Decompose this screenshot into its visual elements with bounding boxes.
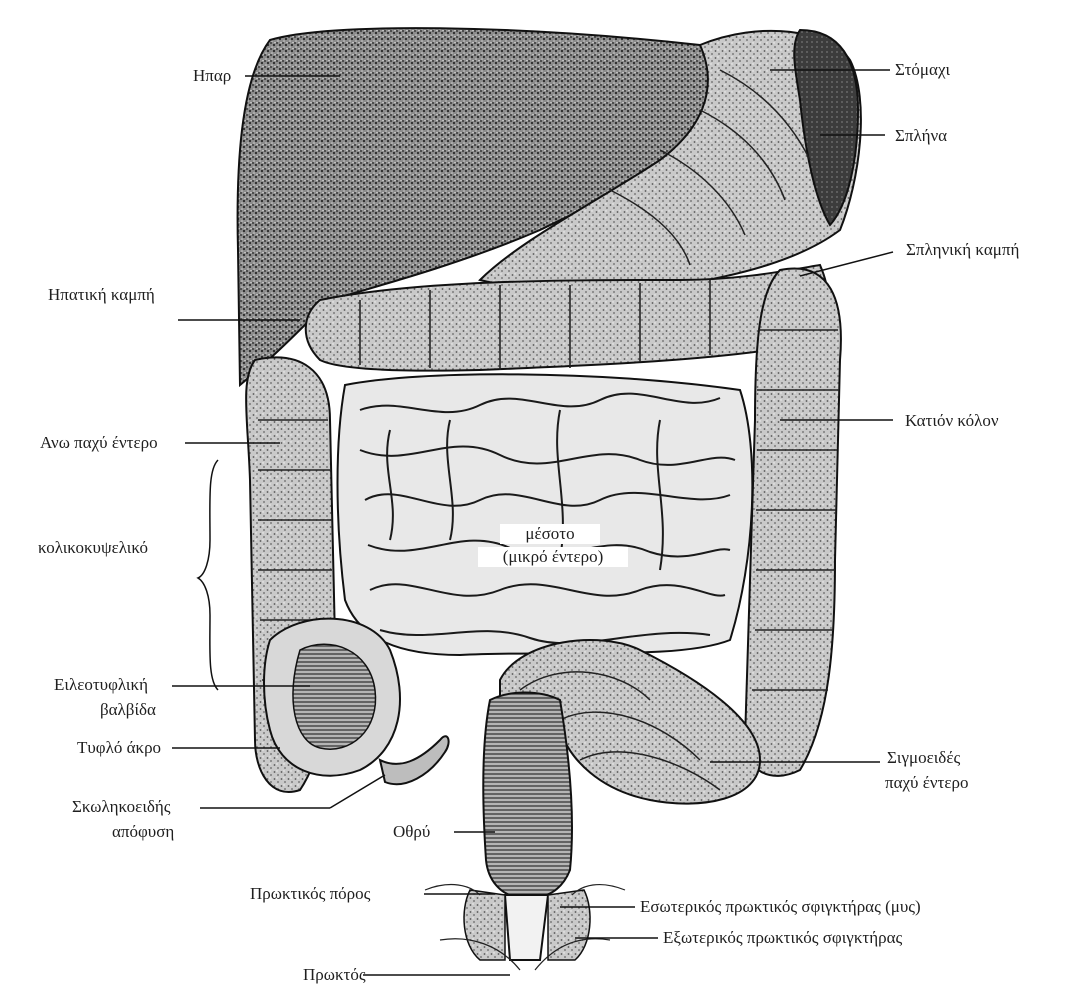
splenic-flexure-label: Σπληνική καμπή bbox=[906, 240, 1019, 260]
appendix-label-line1: Σκωληκοειδής bbox=[72, 797, 171, 817]
liver-label: Ηπαρ bbox=[193, 66, 231, 86]
ileocecal-valve-label-line2: βαλβίδα bbox=[100, 700, 156, 720]
sigmoid-colon-label-line2: παχύ έντερο bbox=[885, 773, 968, 793]
anal-canal-label: Πρωκτικός πόρος bbox=[250, 884, 370, 904]
stomach-label: Στόμαχι bbox=[895, 60, 950, 80]
descending-colon-shape bbox=[745, 268, 841, 775]
appendix-shape bbox=[380, 736, 449, 784]
spleen-label: Σπλήνα bbox=[895, 126, 947, 146]
appendix-label-line2: απόφυση bbox=[112, 822, 174, 842]
brace-shape bbox=[198, 460, 218, 690]
hepatic-flexure-label: Ηπατική καμπή bbox=[48, 285, 155, 305]
cecum-label: Τυφλό άκρο bbox=[77, 738, 161, 758]
colic-loop-label: κολικοκυψελικό bbox=[38, 538, 148, 558]
anus-label: Πρωκτός bbox=[303, 965, 366, 985]
anal-canal-shape bbox=[505, 895, 548, 960]
internal-sphincter-label: Εσωτερικός πρωκτικός σφιγκτήρας (μυς) bbox=[640, 897, 921, 917]
ileocecal-valve-label-line1: Ειλεοτυφλική bbox=[54, 675, 148, 695]
sphincter-right bbox=[548, 890, 590, 960]
sphincter-left bbox=[464, 890, 505, 960]
rectum-shape bbox=[483, 693, 572, 899]
external-sphincter-label: Εξωτερικός πρωκτικός σφιγκτήρας bbox=[663, 928, 902, 948]
descending-colon-label: Κατιόν κόλον bbox=[905, 411, 999, 431]
small-intestine-label-line2: (μικρό έντερο) bbox=[478, 547, 628, 567]
sigmoid-colon-label-line1: Σιγμοειδές bbox=[887, 748, 960, 768]
ascending-colon-label: Ανω παχύ έντερο bbox=[40, 433, 158, 453]
rectum-label: Οθρύ bbox=[393, 822, 430, 842]
small-intestine-shape bbox=[338, 374, 753, 655]
small-intestine-label-line1: μέσοτο bbox=[500, 524, 600, 544]
